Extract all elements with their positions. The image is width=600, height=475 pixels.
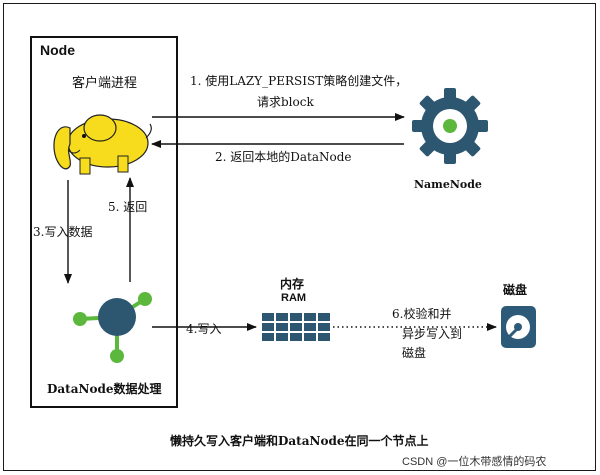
client-process-label: 客户端进程 xyxy=(72,75,138,90)
ram-label: RAM xyxy=(281,292,307,304)
watermark: CSDN @一位木带感情的码农 xyxy=(402,456,547,468)
datanode-molecule-icon xyxy=(73,292,152,363)
step5-label: 5. 返回 xyxy=(108,200,148,214)
step3-label: 3.写入数据 xyxy=(33,225,93,239)
step2-label: 2. 返回本地的DataNode xyxy=(215,150,352,164)
datanode-processing-label: DataNode数据处理 xyxy=(47,382,162,396)
step6-line2: 异步写入到 xyxy=(402,327,463,341)
hadoop-elephant-icon xyxy=(53,114,152,175)
memory-label: 内存 xyxy=(280,277,305,291)
namenode-label: NameNode xyxy=(414,178,482,191)
step1-line1: 1. 使用LAZY_PERSIST策略创建文件， xyxy=(190,74,408,88)
disk-label: 磁盘 xyxy=(503,283,528,297)
namenode-gear-icon xyxy=(412,88,488,164)
node-title: Node xyxy=(40,42,75,58)
diagram-frame xyxy=(3,3,596,471)
step6-line3: 磁盘 xyxy=(402,346,427,360)
step4-label: 4.写入 xyxy=(186,322,222,336)
disk-icon xyxy=(501,306,536,348)
step1-line2: 请求block xyxy=(257,95,314,109)
node-container xyxy=(30,36,178,408)
ram-icon xyxy=(262,313,330,341)
caption: 懒持久写入客户端和DataNode在同一个节点上 xyxy=(170,434,429,448)
step6-line1: 6.校验和并 xyxy=(392,307,452,321)
